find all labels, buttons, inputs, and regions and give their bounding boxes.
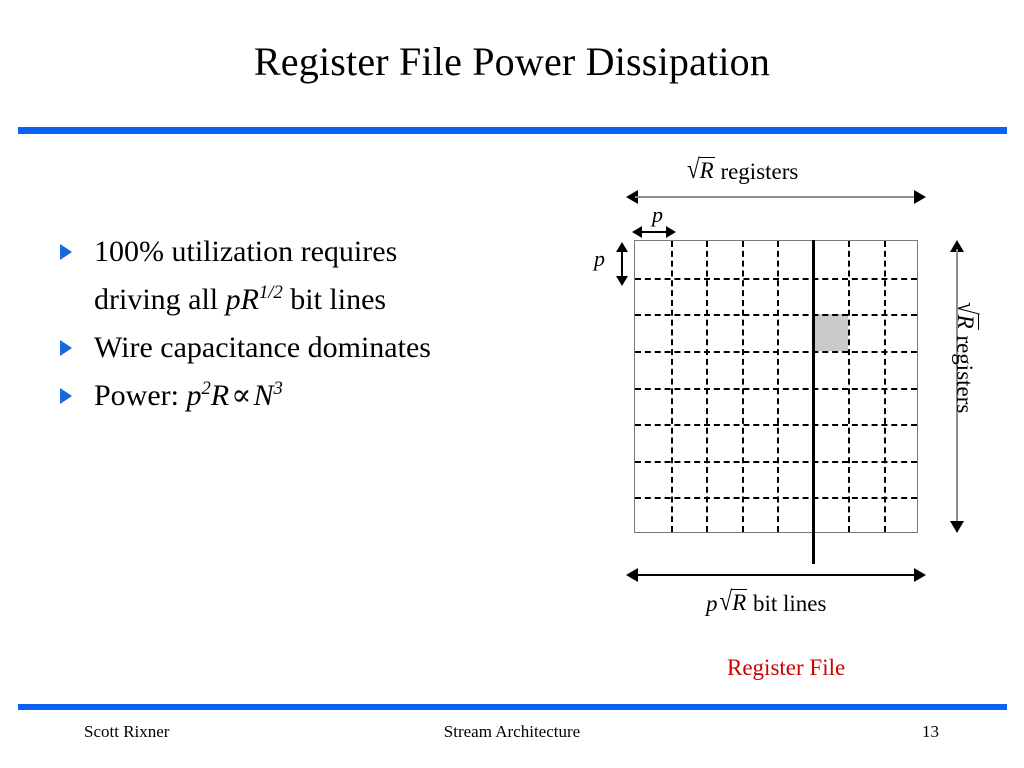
- grid-line-vertical: [848, 241, 850, 532]
- bullet-1-line2-prefix: driving all: [94, 283, 226, 316]
- sqrt-group-bottom: √R: [718, 586, 748, 617]
- arrow-head-bottom-icon: [616, 276, 628, 286]
- grid-line-horizontal: [635, 497, 917, 500]
- grid-line-vertical: [777, 241, 779, 532]
- page-title: Register File Power Dissipation: [253, 39, 771, 84]
- bullet-triangle-icon: [60, 388, 72, 404]
- grid-line-vertical: [741, 241, 744, 532]
- slide-number: 13: [922, 722, 939, 741]
- bullet-list: 100% utilization requires driving all pR…: [58, 228, 598, 420]
- bullet-1-var-p: p: [225, 283, 241, 316]
- slide-footer: Scott Rixner Stream Architecture 13: [0, 722, 1024, 748]
- grid-line-horizontal: [635, 314, 917, 317]
- radical-icon: √: [687, 154, 700, 184]
- grid-line-vertical: [706, 241, 708, 532]
- bullet-triangle-icon: [60, 340, 72, 356]
- arrow-head-left-icon: [632, 226, 642, 238]
- bullet-3-var-p: p: [186, 379, 202, 412]
- bullet-text-1-line2: driving all pR1/2 bit lines: [58, 276, 598, 324]
- bullet-1-var-R: R: [240, 283, 259, 316]
- bullet-3-exponent-N: 3: [273, 378, 283, 399]
- arrow-head-right-icon: [914, 190, 926, 204]
- pitch-left-label: p: [594, 246, 605, 271]
- diagram-bottom-label-suffix: bit lines: [747, 591, 827, 616]
- bottom-label-prefix: p: [706, 591, 718, 616]
- arrow-head-top-icon: [616, 242, 628, 252]
- arrow-head-left-icon: [626, 568, 638, 582]
- radicand-right: R: [952, 313, 979, 330]
- pitch-top-arrow: [632, 226, 676, 238]
- pitch-left-arrow: [616, 242, 628, 286]
- bullet-text-1-line1: 100% utilization requires: [94, 235, 398, 268]
- list-item: 100% utilization requires: [58, 228, 598, 276]
- arrow-head-bottom-icon: [950, 521, 964, 533]
- proportional-symbol: ∝: [231, 379, 252, 412]
- register-file-diagram: √R registers p p: [560, 150, 1024, 695]
- radical-icon: √: [719, 586, 733, 616]
- bullet-1-exponent: 1/2: [258, 282, 283, 303]
- arrow-head-right-icon: [666, 226, 676, 238]
- grid-line-horizontal: [635, 424, 917, 427]
- list-item: Power: p2R∝N3: [58, 372, 598, 420]
- bullet-3-exponent-p: 2: [201, 378, 211, 399]
- sqrt-group-right: √R: [951, 300, 982, 330]
- diagram-right-label: √R registers: [951, 300, 982, 414]
- diagram-right-label-suffix: registers: [952, 329, 977, 414]
- pitch-top-label: p: [652, 202, 663, 227]
- arrow-head-right-icon: [914, 568, 926, 582]
- bullet-triangle-icon: [60, 244, 72, 260]
- footer-divider-rule: [18, 704, 1007, 710]
- bullet-3-label: Power:: [94, 379, 187, 412]
- width-dimension-arrow: [626, 190, 926, 204]
- bullet-3-var-N: N: [253, 379, 274, 412]
- sqrt-group-top: √R: [685, 154, 715, 185]
- bullet-text-2: Wire capacitance dominates: [94, 331, 431, 364]
- arrow-shaft: [621, 250, 623, 278]
- diagram-bottom-label: p√R bit lines: [706, 586, 827, 617]
- grid-line-vertical: [670, 241, 673, 532]
- arrow-shaft: [635, 574, 917, 576]
- arrow-head-left-icon: [626, 190, 638, 204]
- diagram-top-label: √R registers: [685, 154, 799, 185]
- arrow-shaft: [640, 231, 668, 233]
- bit-line: [812, 240, 815, 564]
- title-divider-rule: [18, 127, 1007, 134]
- arrow-head-top-icon: [950, 240, 964, 252]
- grid-line-horizontal: [635, 350, 917, 353]
- bitline-dimension-arrow: [626, 568, 926, 582]
- radicand-bottom: R: [731, 589, 748, 615]
- arrow-shaft: [956, 249, 958, 524]
- register-file-grid: [634, 240, 918, 533]
- list-item: Wire capacitance dominates: [58, 324, 598, 372]
- grid-line-horizontal: [635, 387, 917, 390]
- height-dimension-arrow: [950, 240, 964, 533]
- grid-line-horizontal: [635, 277, 917, 280]
- footer-author: Scott Rixner: [84, 722, 170, 741]
- grid-line-horizontal: [635, 460, 917, 463]
- diagram-caption: Register File: [727, 655, 846, 680]
- diagram-top-label-suffix: registers: [714, 159, 799, 184]
- bullet-1-line2-suffix: bit lines: [282, 283, 387, 316]
- highlighted-register-cell: [812, 314, 848, 351]
- radicand-top: R: [698, 157, 715, 183]
- grid-line-vertical: [883, 241, 886, 532]
- arrow-shaft: [635, 196, 917, 198]
- footer-subject: Stream Architecture: [443, 722, 581, 741]
- bullet-3-var-R: R: [210, 379, 230, 412]
